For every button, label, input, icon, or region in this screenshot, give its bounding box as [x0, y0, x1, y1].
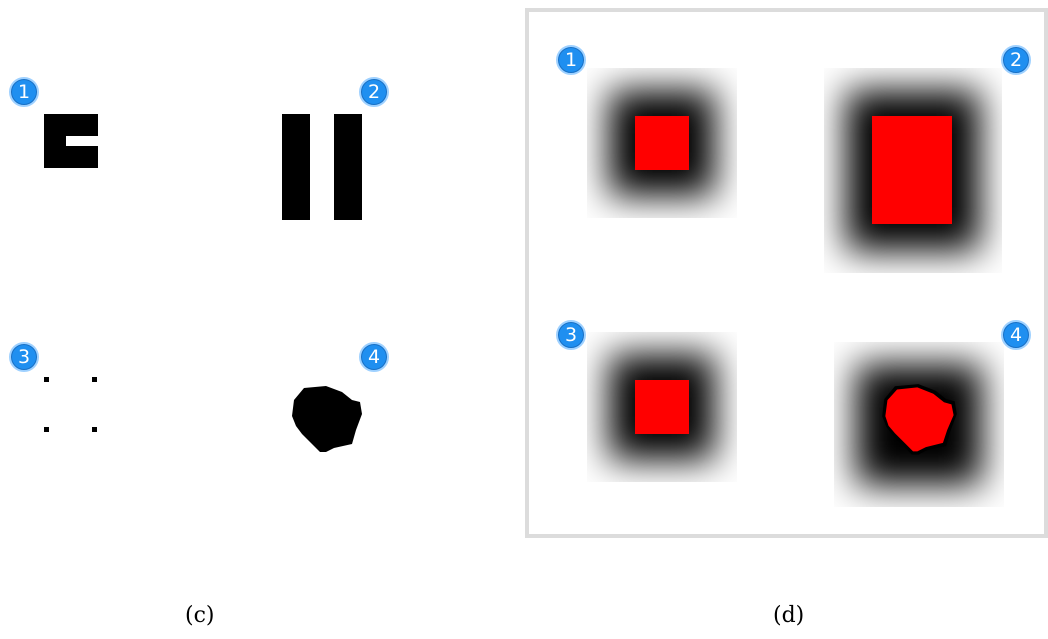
badge-2-c: 2 — [359, 77, 389, 107]
highlight-3-d — [587, 332, 737, 482]
shape-4-c — [292, 386, 362, 452]
shape-1-c — [44, 114, 98, 168]
panel-c: 1 2 3 4 (c) — [0, 0, 520, 639]
badge-4-d: 4 — [1001, 320, 1031, 350]
highlight-2-d — [824, 68, 1002, 273]
badge-2-d: 2 — [1001, 45, 1031, 75]
badge-4-c: 4 — [359, 342, 389, 372]
caption-d: (d) — [773, 603, 805, 628]
shape-2-c — [282, 114, 362, 220]
badge-1-d: 1 — [556, 45, 586, 75]
badge-1-c: 1 — [9, 77, 39, 107]
caption-c: (c) — [185, 603, 215, 628]
panel-d-frame: 1 2 3 4 — [525, 8, 1048, 538]
highlight-4-d — [834, 342, 1004, 507]
badge-3-c: 3 — [9, 342, 39, 372]
badge-3-d: 3 — [556, 320, 586, 350]
highlight-1-d — [587, 68, 737, 218]
shape-3-c — [44, 377, 98, 433]
